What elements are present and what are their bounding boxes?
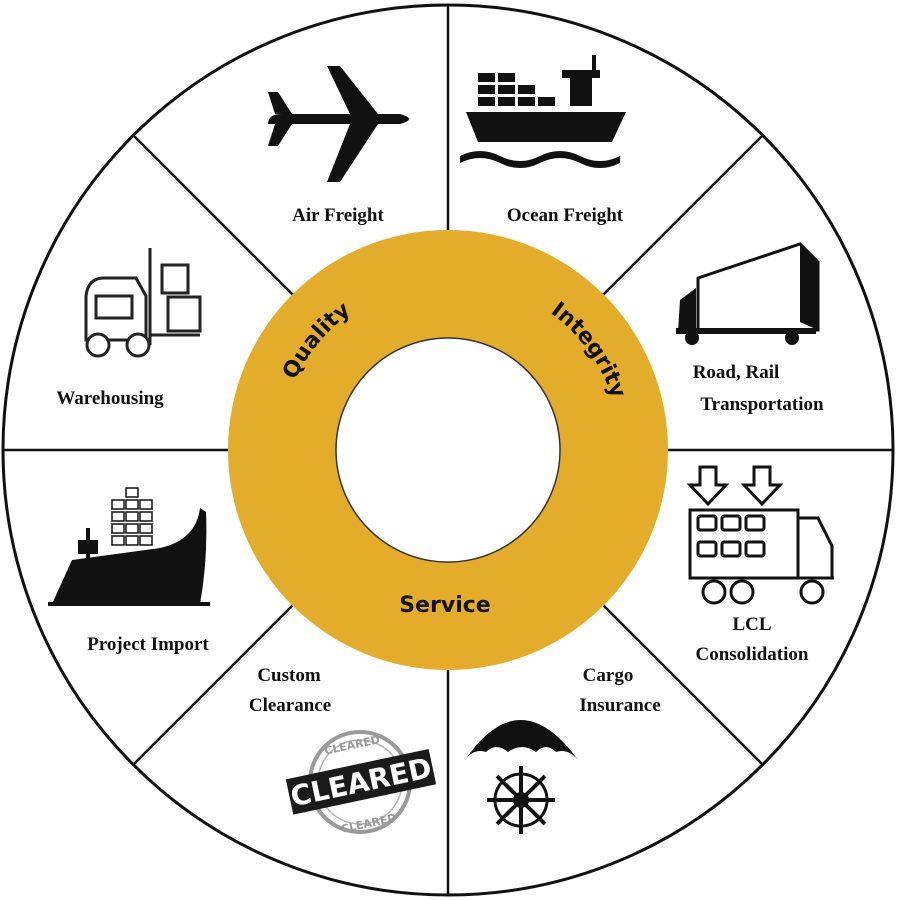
warehousing-label: Warehousing — [56, 388, 164, 409]
segment-road-rail: Road, Rail Transportation — [676, 242, 824, 415]
container-ship-icon — [48, 487, 210, 606]
project-import-label: Project Import — [87, 634, 209, 655]
segment-ocean-freight: Ocean Freight — [460, 55, 626, 226]
lcl-label-line2: Consolidation — [696, 644, 809, 665]
road-rail-label-line2: Transportation — [700, 394, 824, 415]
umbrella-wheel-icon — [465, 720, 578, 834]
loaded-truck-icon — [686, 465, 834, 605]
ring-center — [335, 337, 561, 563]
cargo-ship-icon — [460, 55, 626, 168]
truck-icon — [676, 242, 820, 345]
segment-dividers — [3, 5, 893, 895]
segment-warehousing: Warehousing — [56, 248, 202, 409]
cargo-insurance-label-line2: Insurance — [579, 695, 660, 716]
lcl-label-line1: LCL — [732, 614, 771, 635]
custom-clearance-label-line1: Custom — [257, 665, 321, 686]
segment-lcl: LCL Consolidation — [686, 465, 834, 665]
ocean-freight-label: Ocean Freight — [507, 205, 624, 226]
segment-air-freight: Air Freight — [268, 66, 409, 226]
forklift-icon — [84, 248, 202, 358]
segment-project-import: Project Import — [48, 487, 210, 655]
airplane-icon — [268, 66, 409, 182]
cargo-insurance-label-line1: Cargo — [583, 665, 634, 686]
air-freight-label: Air Freight — [292, 205, 384, 226]
road-rail-label-line1: Road, Rail — [693, 362, 780, 383]
custom-clearance-label-line2: Clearance — [249, 695, 331, 716]
segment-cargo-insurance: Cargo Insurance — [465, 665, 661, 834]
value-service: Service — [399, 593, 490, 618]
